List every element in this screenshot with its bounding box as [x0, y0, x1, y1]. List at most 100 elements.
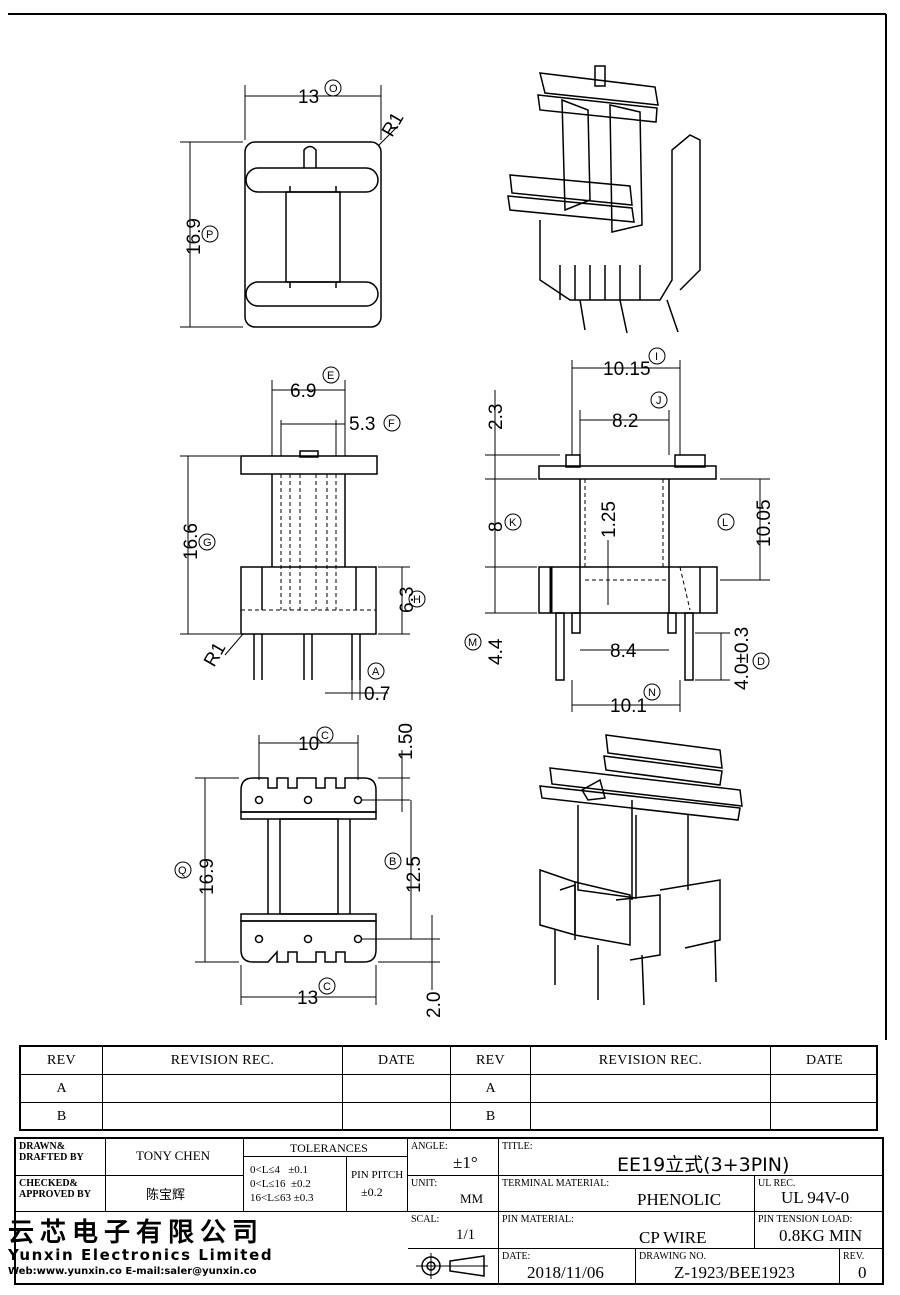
rev-header-date: DATE — [343, 1047, 451, 1075]
tol-range-3: 16<L≤63 — [250, 1192, 291, 1204]
checked-label: CHECKED& APPROVED BY — [19, 1178, 91, 1200]
unit-value: MM — [460, 1191, 484, 1206]
company-name-cn: 云芯电子有限公司 — [8, 1218, 265, 1248]
rev-cell: B — [451, 1103, 531, 1131]
revision-table: REV REVISION REC. DATE REV REVISION REC.… — [19, 1045, 878, 1131]
technical-drawing: 13 O 16.9 P R1 — [8, 13, 887, 1040]
tol-val-3: ±0.3 — [293, 1192, 314, 1204]
ref-circle-g — [198, 533, 216, 551]
tol-row-2: 0<L≤16 ±0.2 — [250, 1177, 311, 1191]
tolerances-label: TOLERANCES — [290, 1141, 368, 1155]
pin-pitch-label: PIN PITCH — [351, 1169, 404, 1181]
rev-header-rec-2: REVISION REC. — [531, 1047, 771, 1075]
ref-circle-j — [650, 391, 668, 409]
date-value: 2018/11/06 — [527, 1263, 604, 1282]
rev-header-rec: REVISION REC. — [103, 1047, 343, 1075]
ref-circle-a — [367, 662, 385, 680]
dim-bot-edge: 2.0 — [424, 992, 445, 1018]
dim-front-f: 5.3 — [349, 414, 375, 435]
ref-circle-c1 — [316, 726, 334, 744]
angle-cell: ANGLE: ±1° — [408, 1139, 499, 1176]
rev-cell: A — [21, 1075, 103, 1103]
dim-pin-dia: 0.7 — [364, 684, 390, 705]
title-label: TITLE: — [502, 1141, 533, 1152]
rev-cell — [103, 1103, 343, 1131]
dim-bot-pitch: 10 — [298, 734, 319, 755]
drawn-value-cell: TONY CHEN — [106, 1139, 244, 1176]
rev-cell: A — [451, 1075, 531, 1103]
ref-circle-k — [504, 513, 522, 531]
dim-side-flange: 2.3 — [486, 404, 507, 430]
ref-circle-c2 — [318, 977, 336, 995]
ul-value: UL 94V-0 — [781, 1188, 850, 1207]
drawn-value: TONY CHEN — [136, 1148, 211, 1163]
dim-side-l: 10.05 — [754, 499, 775, 547]
tol-row-3: 16<L≤63 ±0.3 — [250, 1191, 314, 1205]
ul-rec-cell: UL REC. UL 94V-0 — [755, 1176, 884, 1212]
drawing-no-cell: DRAWING NO. Z-1923/BEE1923 — [636, 1249, 840, 1285]
ref-e: E — [327, 370, 334, 382]
dim-front-e: 6.9 — [290, 381, 316, 402]
dim-front-base: 6.3 — [397, 587, 418, 613]
scale-label: SCAL: — [411, 1214, 440, 1225]
rev-header-rev: REV — [21, 1047, 103, 1075]
dim-side-pin-span: 8.4 — [610, 641, 637, 662]
drawn-label-cell: DRAWN& DRAFTED BY — [16, 1139, 106, 1176]
title-cell: TITLE: EE19立式(3+3PIN) — [499, 1139, 884, 1176]
ref-a: A — [372, 666, 380, 678]
pin-material-label: PIN MATERIAL: — [502, 1214, 574, 1225]
ref-d: D — [757, 656, 765, 668]
pin-material-cell: PIN MATERIAL: CP WIRE — [499, 1212, 755, 1249]
dim-bot-height: 16.9 — [197, 858, 218, 895]
ref-circle-l — [717, 513, 735, 531]
ref-h: H — [413, 594, 421, 606]
checked-label-cell: CHECKED& APPROVED BY — [16, 1176, 106, 1212]
ref-circle-m — [464, 633, 482, 651]
dim-side-bottom: 10.1 — [610, 696, 647, 717]
rev-cell — [343, 1103, 451, 1131]
company-name-en: Yunxin Electronics Limited — [8, 1246, 274, 1264]
terminal-value: PHENOLIC — [637, 1190, 722, 1209]
scale-cell: SCAL: 1/1 — [408, 1212, 499, 1249]
ref-k: K — [509, 517, 517, 529]
ref-c1: C — [321, 730, 329, 742]
ref-f: F — [388, 418, 395, 430]
tol-val-2: ±0.2 — [290, 1178, 311, 1190]
side-view — [485, 360, 770, 712]
dim-bot-offset: 1.50 — [396, 723, 417, 760]
angle-label: ANGLE: — [411, 1141, 448, 1152]
rev-value: 0 — [858, 1263, 867, 1282]
ref-circle-q — [174, 861, 192, 879]
date-cell: DATE: 2018/11/06 — [499, 1249, 636, 1285]
bottom-view — [195, 735, 440, 1005]
title-block: DRAWN& DRAFTED BY TONY CHEN CHECKED& APP… — [14, 1137, 884, 1285]
rev-header-rev-2: REV — [451, 1047, 531, 1075]
unit-cell: UNIT: MM — [408, 1176, 499, 1212]
dim-side-k: 8 — [486, 521, 507, 532]
dim-top-height: 16.9 — [184, 218, 205, 255]
rev-cell: B — [21, 1103, 103, 1131]
dim-front-radius: R1 — [200, 639, 230, 671]
ref-c2: C — [323, 981, 331, 993]
ref-circle-p — [201, 225, 219, 243]
tolerance-rows-cell: 0<L≤4 ±0.1 0<L≤16 ±0.2 16<L≤63 ±0.3 — [244, 1157, 347, 1212]
tol-val-1: ±0.1 — [288, 1164, 309, 1176]
rev-cell — [771, 1103, 878, 1131]
tol-row-1: 0<L≤4 ±0.1 — [250, 1163, 308, 1177]
dim-front-height: 16.6 — [181, 523, 202, 560]
rev-cell — [103, 1075, 343, 1103]
rev-cell — [343, 1075, 451, 1103]
ref-i: I — [655, 351, 658, 363]
dim-side-wall: 1.25 — [599, 501, 620, 538]
tol-range-2: 0<L≤16 — [250, 1178, 286, 1190]
dim-side-inner: 8.2 — [612, 411, 638, 432]
drawing-canvas: 13 O 16.9 P R1 — [8, 13, 887, 1040]
dim-side-pin-len: 4.0±0.3 — [732, 627, 753, 690]
pin-pitch-value: ±0.2 — [361, 1185, 383, 1199]
rev-cell — [531, 1103, 771, 1131]
pin-material-value: CP WIRE — [639, 1228, 707, 1247]
iso-view-top — [507, 65, 701, 334]
ref-b: B — [389, 856, 396, 868]
checked-value-cell: 陈宝辉 — [106, 1176, 244, 1212]
angle-value: ±1° — [453, 1153, 478, 1172]
